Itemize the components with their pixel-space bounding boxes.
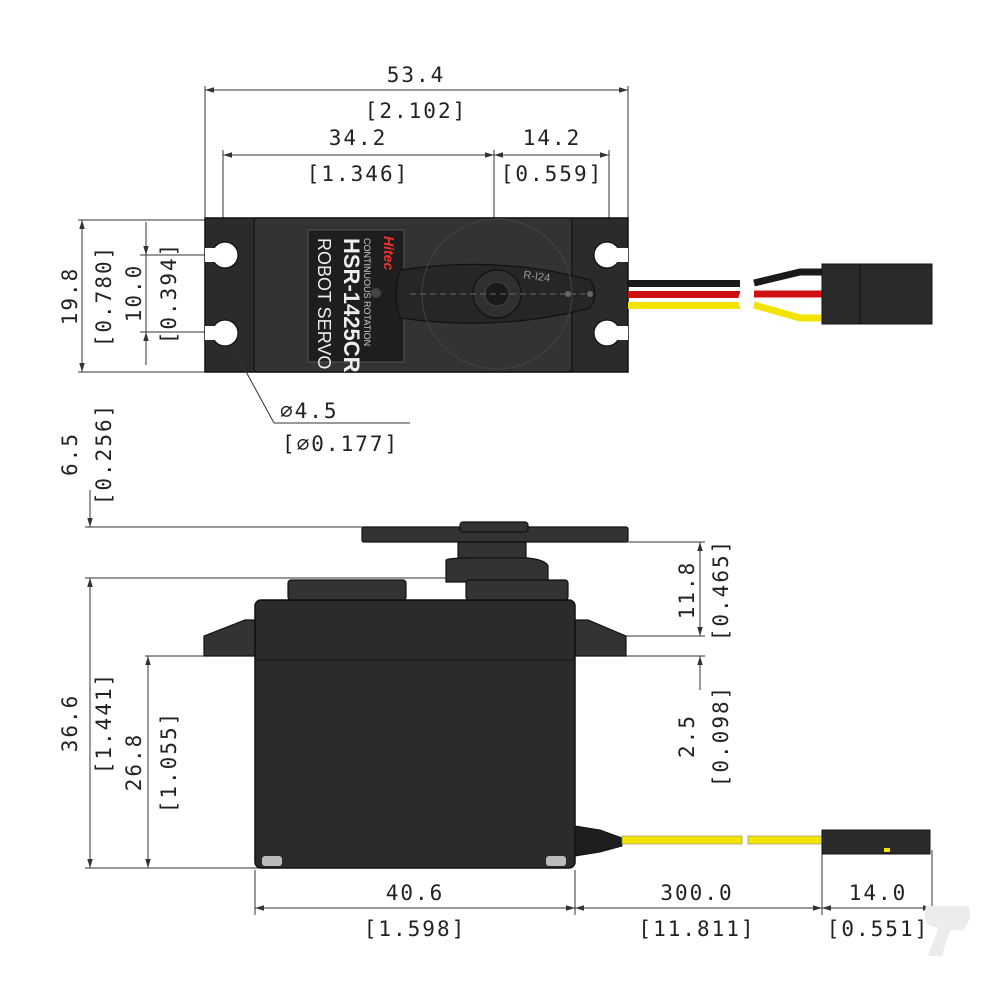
flange-right [574,619,627,657]
dim-shaft-hole-in: [0.559] [501,162,604,186]
wire-bundle-top [628,268,822,322]
dim-wire-length-mm: 300.0 [660,881,733,905]
dim-hole-dia-mm: ⌀4.5 [280,399,339,423]
dim-hole-spacing-mm: 10.0 [122,264,146,323]
dim-depth-in: [0.780] [92,245,116,348]
jp-logo-icon [924,906,970,956]
dim-body-length-in: [1.598] [364,917,467,941]
connector-side [821,829,931,855]
dim-overall-height-in: [1.441] [92,672,116,775]
horn-code: R-I24 [523,269,551,285]
dim-horn-height-in: [0.256] [92,403,116,506]
dim-overall-height-mm: 36.6 [58,694,82,753]
side-view: 6.5 [0.256] 36.6 [1.441] 26.8 [1.055] 11… [58,403,933,941]
dim-flange-height-mm: 26.8 [122,733,146,792]
label-line-3: CONTINUOUS ROTATION [362,238,372,346]
dim-top-flange-mm: 11.8 [675,561,699,620]
dim-overall-width-in: [2.102] [365,99,468,123]
dim-shaft-hole-mm: 14.2 [523,126,582,150]
dim-depth-mm: 19.8 [58,267,82,326]
dim-wire-length-in: [11.811] [638,917,755,941]
flange-left [203,619,256,657]
dim-hole-shaft-in: [1.346] [307,162,410,186]
dim-connector-length-mm: 14.0 [849,881,908,905]
dim-flange-thickness-in: [0.098] [709,685,733,788]
brand-logo: Hitec [381,236,397,270]
connector-top [821,263,933,325]
dim-hole-shaft-mm: 34.2 [329,126,388,150]
dim-hole-dia-in: [⌀0.177] [282,432,399,456]
dim-connector-length-in: [0.551] [827,917,930,941]
servo-case-side [254,599,576,869]
label-line-2: HSR-1425CR [339,238,364,373]
dim-flange-height-in: [1.055] [157,711,181,814]
dim-horn-height-mm: 6.5 [58,432,82,476]
top-view: ROBOT SERVO HSR-1425CR CONTINUOUS ROTATI… [58,63,933,456]
dim-body-length-mm: 40.6 [386,881,445,905]
dim-flange-thickness-mm: 2.5 [675,714,699,758]
dim-top-flange-in: [0.465] [709,539,733,642]
dim-hole-spacing-in: [0.394] [157,242,181,345]
dim-overall-width-mm: 53.4 [387,63,446,87]
label-line-1: ROBOT SERVO [314,238,334,369]
